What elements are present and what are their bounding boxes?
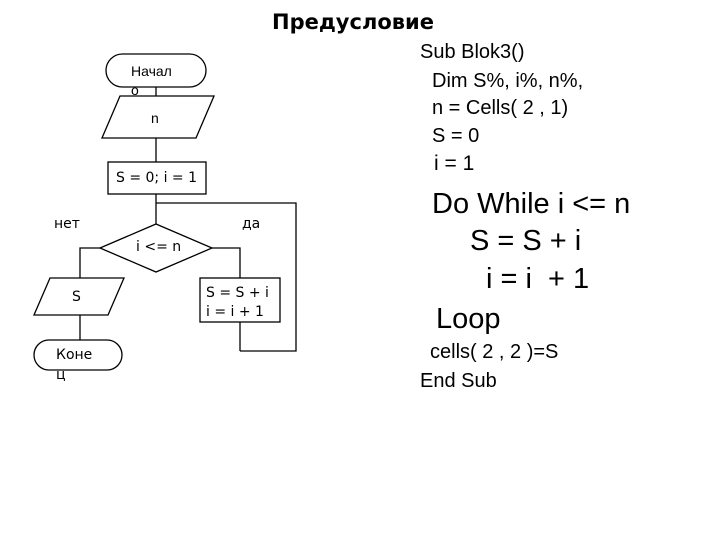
condition-label: i <= n: [136, 239, 182, 255]
code-line: cells( 2 , 2 )=S: [430, 341, 559, 363]
end-label: Коне ц: [56, 347, 93, 383]
body-process-box: [199, 277, 281, 323]
no-branch-line: [79, 247, 100, 278]
input-label: n: [151, 110, 159, 126]
code-line: i = i + 1: [486, 263, 590, 295]
code-line: Do While i <= n: [432, 188, 631, 220]
start-label: Начал о: [131, 63, 172, 98]
code-line: Dim S%, i%, n%,: [432, 70, 584, 92]
init-process-box: [107, 161, 207, 195]
no-label: нет: [54, 216, 80, 232]
condition-diamond: [98, 223, 214, 273]
input-parallelogram: [101, 95, 215, 139]
yes-branch-line: [212, 247, 241, 278]
loop-back-line: [156, 202, 297, 352]
code-line: End Sub: [420, 370, 497, 392]
init-label: S = 0; i = 1: [116, 170, 198, 186]
body-label: S = S + i i = i + 1: [206, 285, 269, 320]
code-line: S = S + i: [470, 225, 582, 257]
code-line: Loop: [436, 303, 501, 335]
output-parallelogram: [33, 277, 125, 316]
code-line: Sub Blok3(): [420, 41, 525, 63]
code-line: S = 0: [432, 125, 480, 147]
code-line: i = 1: [434, 152, 475, 175]
end-terminator: [33, 339, 123, 371]
output-label: S: [72, 289, 81, 305]
page-title: Предусловие: [272, 10, 435, 34]
yes-label: да: [242, 216, 261, 232]
code-line: n = Cells( 2 , 1): [432, 97, 569, 119]
